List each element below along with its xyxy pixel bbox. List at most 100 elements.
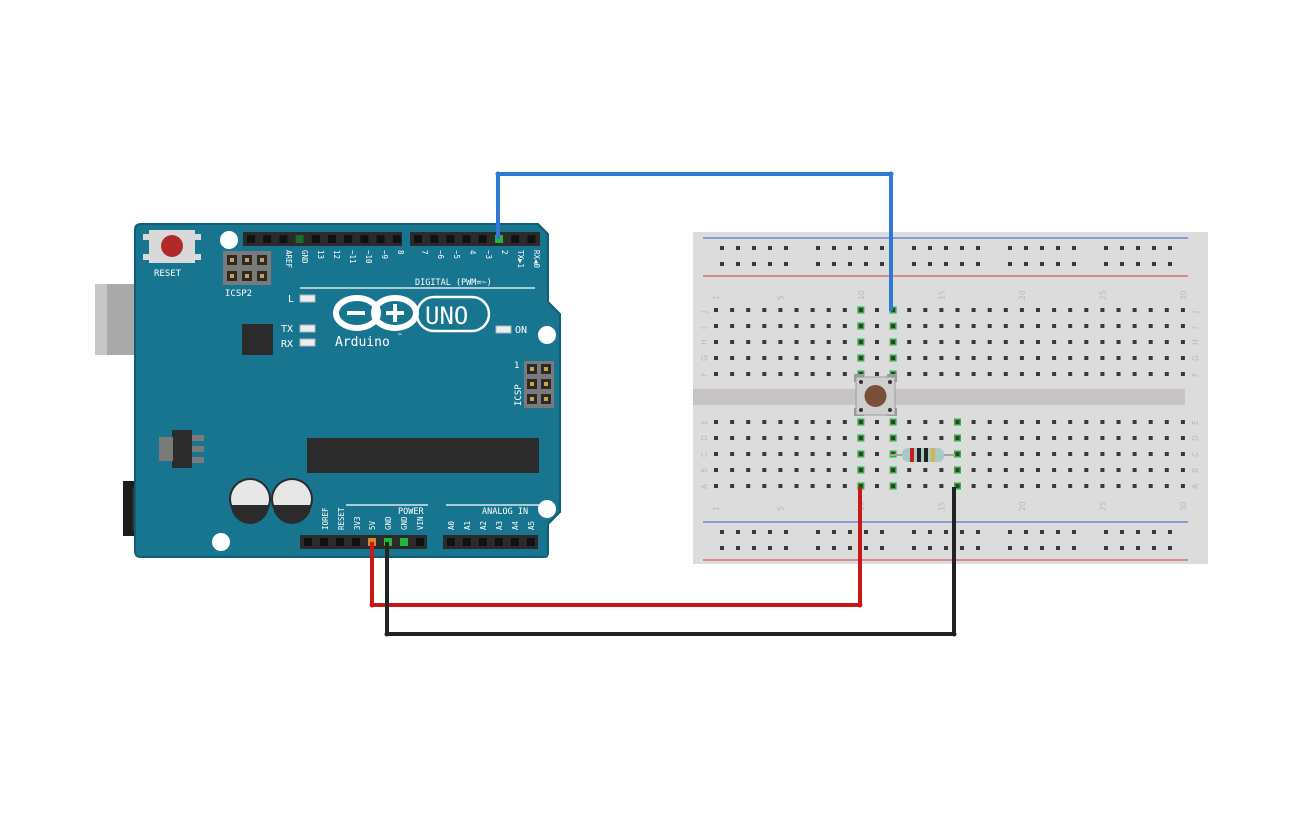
breadboard-hole[interactable] (842, 420, 847, 424)
breadboard-hole[interactable] (810, 356, 815, 360)
breadboard-hole[interactable] (1019, 356, 1024, 360)
breadboard-hole[interactable] (826, 468, 831, 472)
breadboard-hole[interactable] (746, 468, 751, 472)
rail-hole[interactable] (784, 262, 788, 266)
reset-button[interactable] (143, 230, 201, 263)
breadboard-hole[interactable] (1084, 356, 1089, 360)
breadboard-hole[interactable] (1003, 452, 1008, 456)
breadboard-hole[interactable] (842, 452, 847, 456)
breadboard-hole[interactable] (1036, 372, 1040, 376)
breadboard-hole[interactable] (858, 308, 863, 312)
breadboard-hole[interactable] (1019, 372, 1024, 376)
rail-hole[interactable] (816, 530, 820, 534)
breadboard-hole[interactable] (1148, 356, 1153, 360)
breadboard-hole[interactable] (1003, 484, 1008, 488)
breadboard-hole[interactable] (891, 468, 896, 472)
rail-hole[interactable] (736, 530, 740, 534)
breadboard-hole[interactable] (746, 340, 751, 344)
header-socket[interactable] (414, 235, 422, 243)
breadboard-hole[interactable] (1148, 436, 1153, 440)
breadboard-hole[interactable] (794, 468, 799, 472)
breadboard-hole[interactable] (955, 308, 960, 312)
breadboard-hole[interactable] (923, 436, 928, 440)
breadboard-hole[interactable] (987, 340, 992, 344)
rail-hole[interactable] (1168, 246, 1172, 250)
breadboard-hole[interactable] (826, 308, 831, 312)
rail-hole[interactable] (1056, 246, 1060, 250)
rail-hole[interactable] (1152, 546, 1156, 550)
rail-hole[interactable] (864, 246, 868, 250)
breadboard-hole[interactable] (939, 468, 944, 472)
breadboard-hole[interactable] (1180, 436, 1185, 440)
breadboard-hole[interactable] (730, 372, 735, 376)
rail-hole[interactable] (768, 246, 772, 250)
breadboard-hole[interactable] (1164, 340, 1169, 344)
breadboard-hole[interactable] (987, 484, 992, 488)
rail-hole[interactable] (832, 246, 836, 250)
breadboard-hole[interactable] (778, 340, 783, 344)
breadboard-hole[interactable] (794, 324, 799, 328)
breadboard-hole[interactable] (714, 468, 718, 472)
breadboard-hole[interactable] (1132, 420, 1137, 424)
breadboard-hole[interactable] (907, 324, 912, 328)
breadboard-hole[interactable] (810, 420, 815, 424)
breadboard-hole[interactable] (714, 436, 718, 440)
breadboard-hole[interactable] (1084, 484, 1089, 488)
rail-hole[interactable] (1136, 246, 1140, 250)
header-socket[interactable] (463, 538, 471, 546)
breadboard-hole[interactable] (1180, 420, 1185, 424)
breadboard-hole[interactable] (875, 372, 879, 376)
breadboard-hole[interactable] (842, 372, 847, 376)
breadboard-hole[interactable] (778, 468, 783, 472)
rail-hole[interactable] (1120, 546, 1124, 550)
breadboard-hole[interactable] (1164, 420, 1169, 424)
rail-hole[interactable] (912, 246, 916, 250)
breadboard-hole[interactable] (923, 372, 928, 376)
breadboard-hole[interactable] (730, 420, 735, 424)
rail-hole[interactable] (864, 546, 868, 550)
breadboard-hole[interactable] (762, 324, 767, 328)
rail-hole[interactable] (960, 246, 964, 250)
rail-hole[interactable] (848, 530, 852, 534)
breadboard-hole[interactable] (1180, 484, 1185, 488)
rail-hole[interactable] (752, 262, 756, 266)
rail-hole[interactable] (944, 530, 948, 534)
breadboard-hole[interactable] (1164, 452, 1169, 456)
breadboard-hole[interactable] (762, 372, 767, 376)
breadboard-hole[interactable] (1116, 324, 1121, 328)
rail-hole[interactable] (1072, 546, 1076, 550)
breadboard-hole[interactable] (939, 324, 944, 328)
breadboard-hole[interactable] (1036, 436, 1040, 440)
rail-hole[interactable] (1120, 262, 1124, 266)
breadboard-hole[interactable] (907, 436, 912, 440)
rail-hole[interactable] (1152, 246, 1156, 250)
header-socket-gnd[interactable] (295, 235, 304, 243)
breadboard-hole[interactable] (1148, 324, 1153, 328)
breadboard-hole[interactable] (794, 356, 799, 360)
rail-hole[interactable] (1040, 546, 1044, 550)
breadboard-hole[interactable] (1148, 468, 1153, 472)
breadboard-hole[interactable] (746, 452, 751, 456)
breadboard-hole[interactable] (1036, 452, 1040, 456)
header-socket[interactable] (279, 235, 288, 243)
breadboard-hole[interactable] (875, 356, 879, 360)
rail-hole[interactable] (1152, 530, 1156, 534)
rail-hole[interactable] (944, 246, 948, 250)
breadboard-hole[interactable] (1100, 324, 1105, 328)
breadboard-hole[interactable] (810, 468, 815, 472)
breadboard-hole[interactable] (955, 372, 960, 376)
rail-hole[interactable] (1040, 530, 1044, 534)
breadboard-hole[interactable] (842, 484, 847, 488)
breadboard-hole[interactable] (891, 356, 896, 360)
breadboard-hole[interactable] (1036, 324, 1040, 328)
header-socket[interactable] (392, 235, 401, 243)
header-socket[interactable] (376, 235, 385, 243)
breadboard-hole[interactable] (1116, 308, 1121, 312)
breadboard-hole[interactable] (1164, 308, 1169, 312)
breadboard-hole[interactable] (714, 308, 718, 312)
rail-hole[interactable] (928, 262, 932, 266)
breadboard-hole[interactable] (907, 340, 912, 344)
breadboard-hole[interactable] (955, 484, 960, 488)
rail-hole[interactable] (1056, 262, 1060, 266)
rail-hole[interactable] (960, 262, 964, 266)
